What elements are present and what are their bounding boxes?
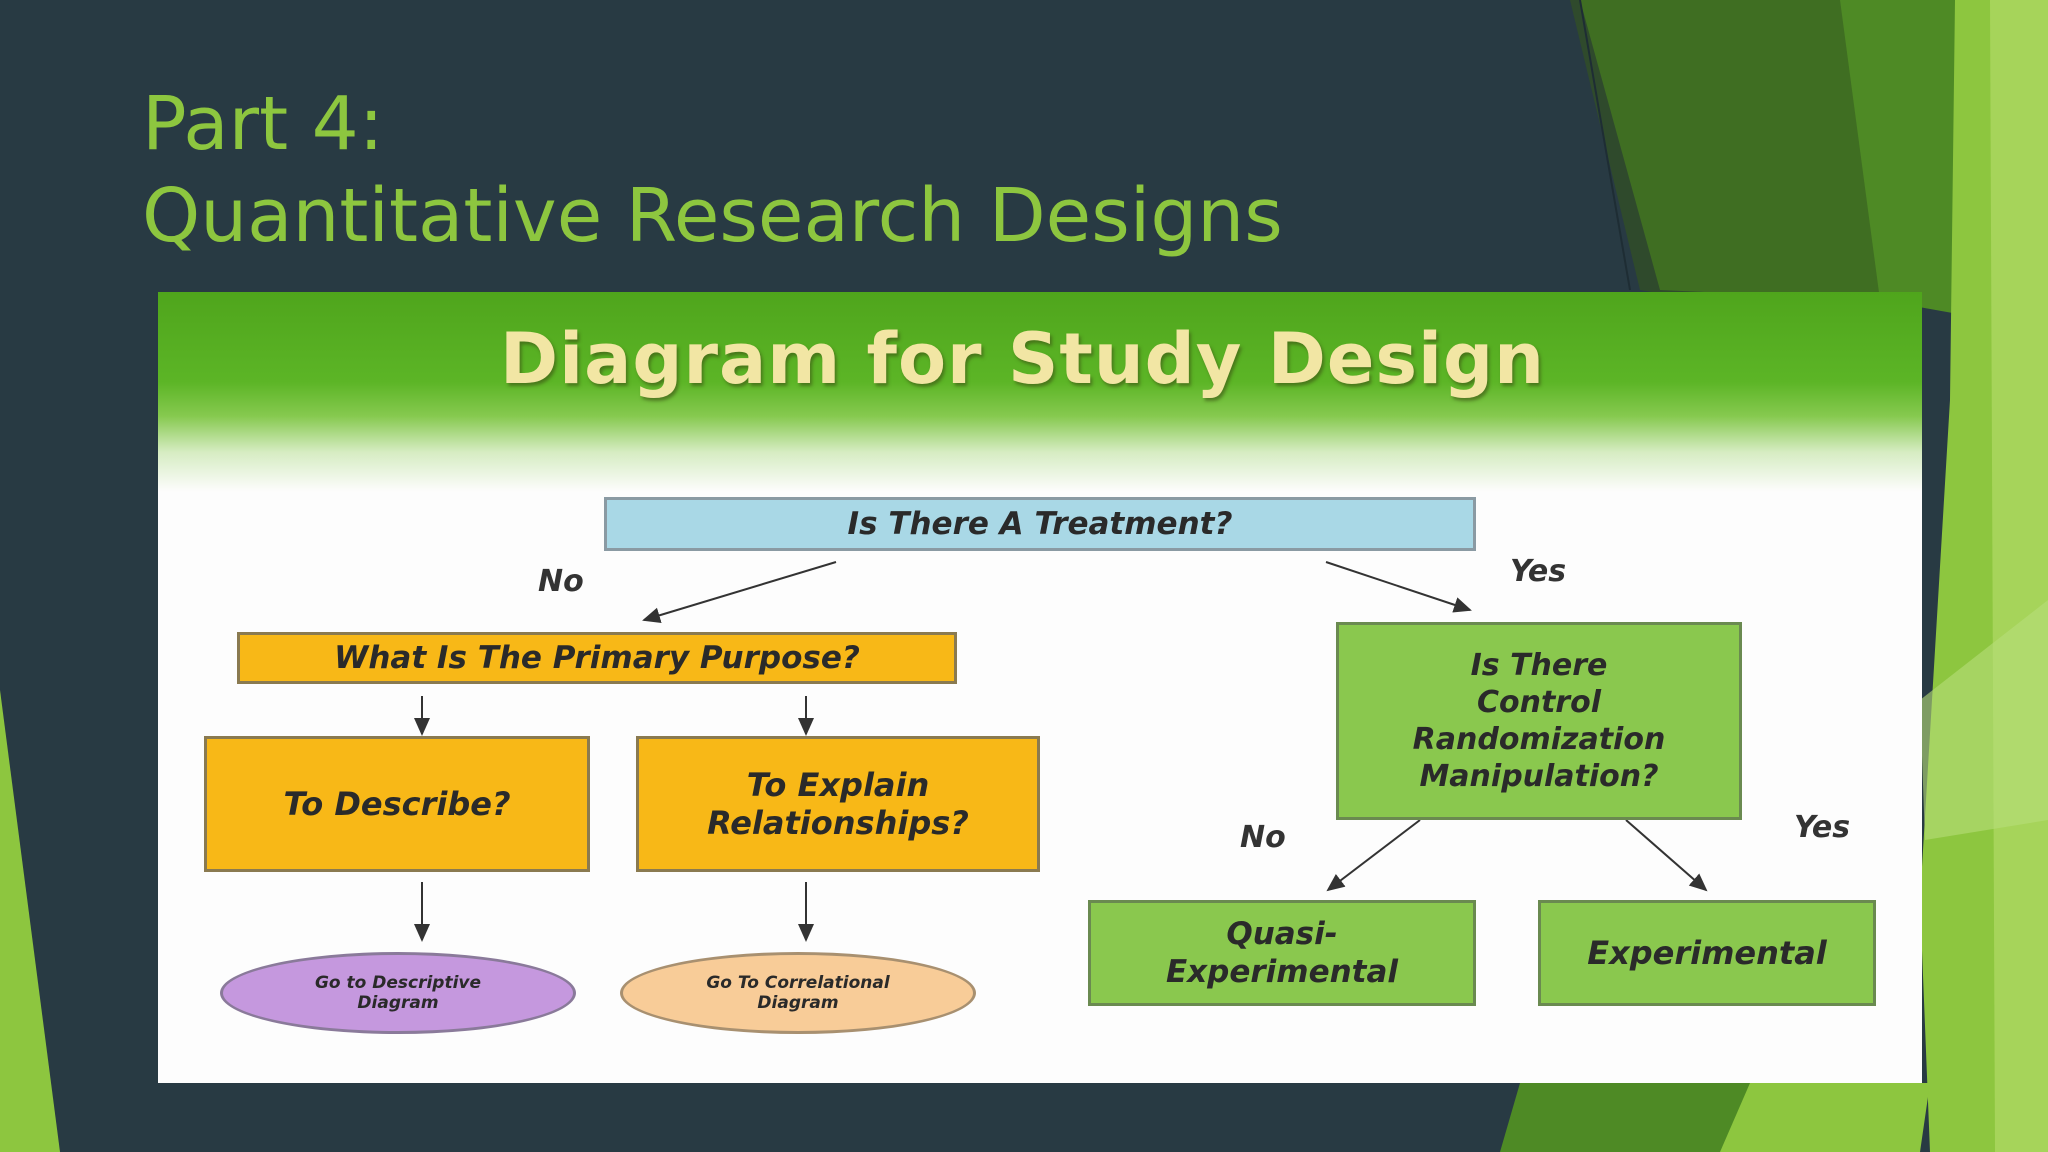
arrow-control-yes <box>1625 819 1708 892</box>
correlational-diagram-oval: Go To Correlational Diagram <box>620 952 976 1034</box>
primary-purpose-box: What Is The Primary Purpose? <box>237 632 957 684</box>
diagram-title: Diagram for Study Design <box>500 318 1545 400</box>
treatment-yes-label: Yes <box>1510 554 1567 589</box>
treatment-no-label: No <box>538 564 584 599</box>
control-line-4: Manipulation? <box>1419 759 1659 794</box>
arrow-treatment-yes <box>1325 561 1472 613</box>
explain-line-2: Relationships? <box>707 804 969 842</box>
descriptive-line-2: Diagram <box>357 993 439 1013</box>
arrow-treatment-no <box>642 561 837 624</box>
study-design-diagram: Diagram for Study Design Is There A Trea… <box>158 292 1922 1083</box>
treatment-question-text: Is There A Treatment? <box>847 506 1233 542</box>
quasi-line-1: Quasi- <box>1226 916 1338 952</box>
control-question-box: Is There Control Randomization Manipulat… <box>1336 622 1742 820</box>
control-yes-label: Yes <box>1794 810 1851 845</box>
experimental-box: Experimental <box>1538 900 1876 1006</box>
describe-box: To Describe? <box>204 736 590 872</box>
quasi-experimental-box: Quasi- Experimental <box>1088 900 1476 1006</box>
descriptive-line-1: Go to Descriptive <box>314 973 482 993</box>
explain-line-1: To Explain <box>746 766 930 804</box>
correlational-line-1: Go To Correlational <box>706 973 890 993</box>
slide-title-line-2: Quantitative Research Designs <box>142 173 1283 259</box>
control-line-3: Randomization <box>1412 722 1666 757</box>
flow-arrows <box>414 561 1708 942</box>
slide-title: Part 4: Quantitative Research Designs <box>142 78 1283 262</box>
treatment-question-box: Is There A Treatment? <box>604 497 1476 551</box>
explain-relationships-box: To Explain Relationships? <box>636 736 1040 872</box>
control-no-label: No <box>1240 820 1286 855</box>
arrow-control-no <box>1326 819 1421 892</box>
experimental-text: Experimental <box>1587 934 1827 972</box>
quasi-line-2: Experimental <box>1165 954 1399 990</box>
descriptive-diagram-oval: Go to Descriptive Diagram <box>220 952 576 1034</box>
slide-title-line-1: Part 4: <box>142 81 384 167</box>
primary-purpose-text: What Is The Primary Purpose? <box>334 640 860 676</box>
control-line-1: Is There <box>1470 648 1608 683</box>
correlational-line-2: Diagram <box>757 993 839 1013</box>
control-line-2: Control <box>1476 685 1601 720</box>
diagram-banner: Diagram for Study Design <box>158 292 1922 492</box>
describe-text: To Describe? <box>283 785 511 823</box>
